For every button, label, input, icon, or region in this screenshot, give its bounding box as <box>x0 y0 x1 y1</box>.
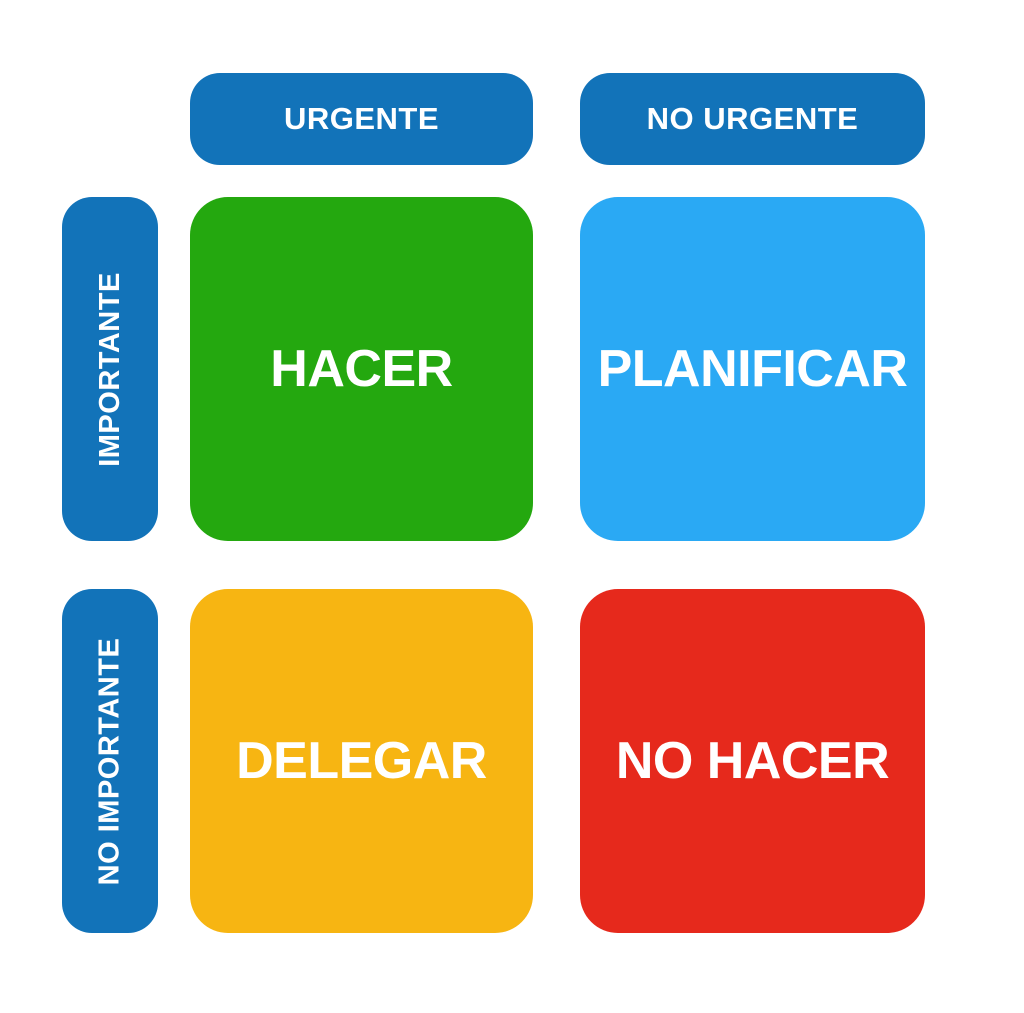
quadrant-planificar-label: PLANIFICAR <box>597 340 908 398</box>
column-header-no-urgente: NO URGENTE <box>580 73 925 165</box>
column-header-no-urgente-label: NO URGENTE <box>646 101 859 136</box>
quadrant-delegar: DELEGAR <box>190 589 533 933</box>
row-header-importante: IMPORTANTE <box>62 197 158 541</box>
quadrant-planificar: PLANIFICAR <box>580 197 925 541</box>
quadrant-no-hacer-label: NO HACER <box>615 732 890 790</box>
quadrant-delegar-label: DELEGAR <box>236 732 487 790</box>
column-header-urgente: URGENTE <box>190 73 533 165</box>
row-header-no-importante-label: NO IMPORTANTE <box>93 637 126 885</box>
quadrant-hacer: HACER <box>190 197 533 541</box>
column-header-urgente-label: URGENTE <box>283 101 440 136</box>
quadrant-hacer-label: HACER <box>270 340 453 398</box>
quadrant-no-hacer: NO HACER <box>580 589 925 933</box>
row-header-importante-label: IMPORTANTE <box>93 271 126 467</box>
row-header-no-importante: NO IMPORTANTE <box>62 589 158 933</box>
